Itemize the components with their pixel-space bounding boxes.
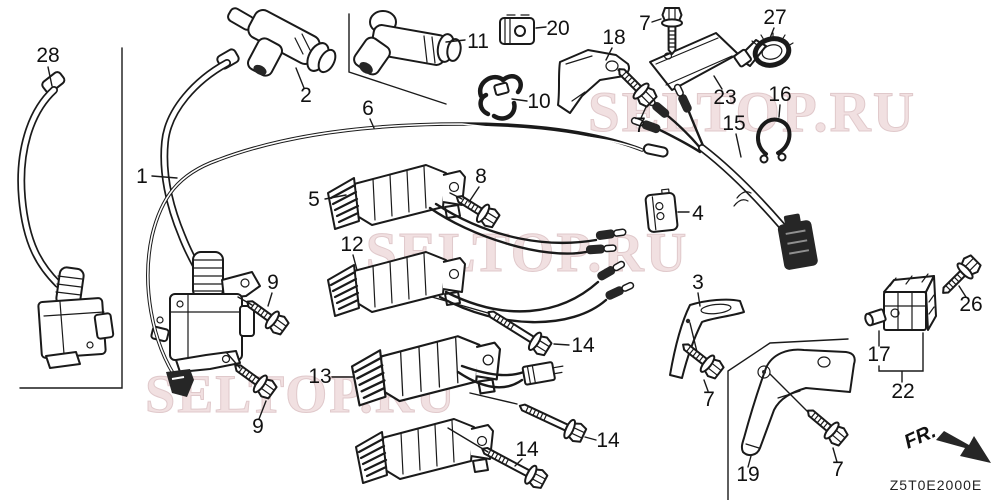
callout-label: 19: [736, 463, 759, 486]
callout-22: 22: [878, 332, 924, 403]
callout-label: 11: [467, 30, 489, 53]
callout-19: 19: [736, 455, 760, 486]
exciter-coil-part-5: [326, 163, 467, 231]
callout-14-c: 14: [514, 438, 539, 467]
callout-label: 14: [571, 334, 595, 357]
bolt-part-7-d: [800, 401, 851, 449]
wire-clamp-part-10: [477, 74, 523, 121]
callout-14-b: 14: [584, 429, 620, 452]
callout-7-b: 7: [634, 106, 647, 137]
spark-plug-cap-part-11: [353, 10, 462, 76]
callout-17: 17: [867, 330, 891, 366]
callout-label: 26: [959, 293, 982, 316]
callout-label: 8: [475, 165, 487, 188]
callout-label: 14: [596, 429, 620, 452]
callout-4: 4: [677, 202, 704, 225]
callout-label: 7: [634, 114, 646, 137]
callout-label: 3: [692, 271, 704, 294]
bracket-part-3: [669, 298, 745, 379]
callout-label: 10: [527, 90, 550, 113]
callout-label: 16: [768, 83, 791, 106]
front-direction-indicator: FR.: [901, 420, 991, 463]
callout-3: 3: [692, 271, 704, 307]
callout-label: 28: [36, 44, 59, 67]
callout-label: 17: [867, 343, 890, 366]
callout-label: 5: [308, 188, 320, 211]
front-arrow-icon: [936, 431, 991, 463]
bushing-part-17: [864, 308, 887, 327]
callout-label: 23: [713, 86, 736, 109]
callout-2: 2: [295, 67, 312, 107]
callout-label: 9: [267, 271, 279, 294]
bracket-part-18: [557, 49, 632, 114]
callout-16: 16: [768, 83, 792, 118]
partition-cap-box: [348, 13, 447, 105]
coil-lead-wires: [428, 202, 636, 389]
clip-part-16: [756, 117, 792, 164]
callout-7-c: 7: [703, 379, 715, 411]
callout-18: 18: [602, 26, 626, 61]
fr-label: FR.: [901, 420, 939, 453]
diagram-code: Z5T0E2000E: [890, 477, 983, 493]
callout-8: 8: [468, 165, 487, 203]
callout-label: 2: [300, 84, 312, 107]
exciter-coil-part-12: [326, 250, 467, 318]
callout-label: 14: [515, 438, 539, 461]
partition-bottom-right: [727, 338, 849, 500]
callout-label: 6: [362, 97, 374, 120]
callout-label: 13: [308, 365, 331, 388]
ignition-coil-part-1: [150, 48, 261, 373]
callout-20: 20: [535, 17, 570, 40]
callout-23: 23: [713, 75, 737, 109]
stop-switch-wire-part-6: [146, 122, 669, 397]
callout-27: 27: [763, 6, 787, 39]
callout-5: 5: [308, 188, 347, 211]
callout-28: 28: [36, 44, 60, 87]
callout-label: 7: [832, 458, 844, 481]
callout-7-d: 7: [832, 447, 844, 481]
callout-7-a: 7: [639, 12, 662, 35]
assembly-leader-lines: [225, 192, 518, 453]
tube-clamp-part-27: [733, 32, 794, 68]
callout-label: 12: [340, 233, 363, 256]
callout-9-b: 9: [252, 400, 267, 438]
callout-label: 20: [546, 17, 569, 40]
callout-label: 22: [891, 380, 914, 403]
callout-label: 15: [722, 112, 745, 135]
callout-15: 15: [722, 112, 746, 158]
callout-label: 9: [252, 415, 264, 438]
callout-6: 6: [362, 97, 375, 129]
callout-12: 12: [340, 233, 364, 271]
callout-9-a: 9: [267, 271, 279, 307]
callout-26: 26: [958, 285, 983, 316]
callout-11: 11: [445, 30, 489, 53]
callout-10: 10: [511, 90, 551, 113]
callout-1: 1: [136, 165, 178, 188]
bracket-part-19: [740, 348, 856, 457]
callout-label: 18: [602, 26, 625, 49]
wire-harness-part-15: [629, 82, 818, 270]
callout-label: 4: [692, 202, 704, 225]
connector-block-part-22: [883, 273, 937, 331]
callout-label: 7: [703, 388, 715, 411]
callout-14-a: 14: [553, 334, 595, 357]
grommet-part-20: [499, 14, 535, 45]
callout-label: 27: [763, 6, 786, 29]
callout-label: 7: [639, 12, 651, 35]
bolt-part-7-a: [661, 7, 683, 55]
coil-assembly-part-28: [17, 71, 115, 369]
rubber-mount-part-4: [644, 188, 679, 233]
partition-left-box: [19, 47, 123, 389]
spark-plug-cap-part-2: [227, 7, 337, 77]
callout-13: 13: [308, 365, 355, 388]
callout-label: 1: [136, 165, 148, 188]
exciter-coil-part-13-alt: [354, 417, 495, 485]
